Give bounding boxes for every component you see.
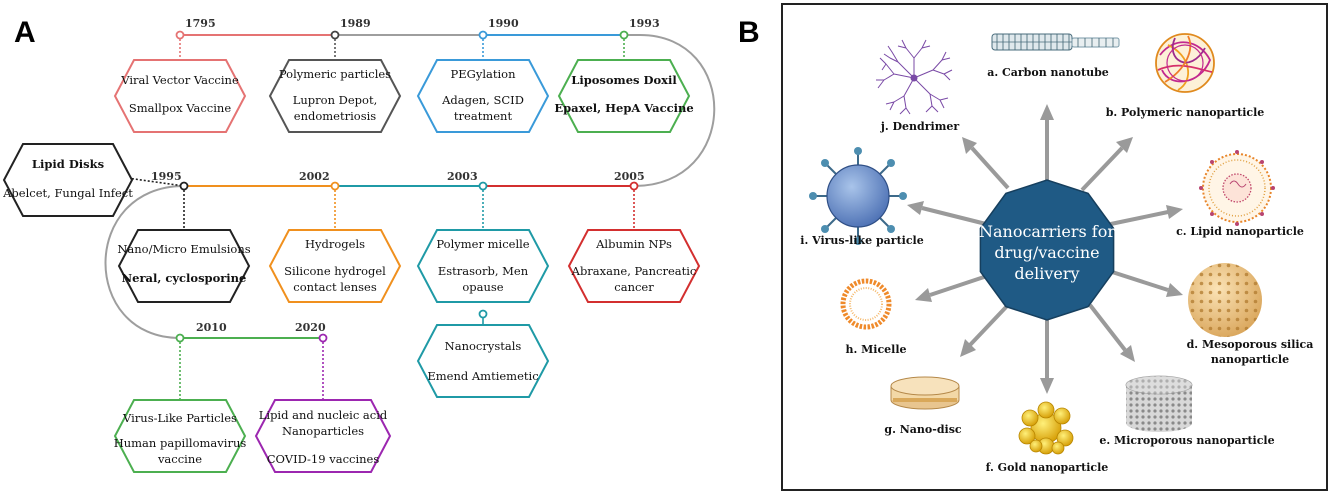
hex-text: COVID-19 vaccines: [267, 452, 380, 466]
hex-text: Lipid and nucleic acid: [259, 408, 388, 422]
year-1795: 1795: [185, 17, 216, 30]
hex-albumin-nps: Albumin NPs Abraxane, Pancreatic cancer: [567, 229, 701, 303]
label-lipid-nanoparticle: c. Lipid nanoparticle: [1176, 225, 1304, 238]
center-text: Nanocarriers for: [979, 222, 1115, 241]
hex-text: opause: [462, 280, 503, 294]
hex-text: Hydrogels: [305, 237, 365, 251]
hex-text: vaccine: [157, 452, 202, 466]
hex-text: Liposomes Doxil: [571, 73, 677, 87]
label-mesoporous-silica-2: nanoparticle: [1211, 353, 1289, 366]
hex-text: PEGylation: [451, 67, 517, 81]
year-2010: 2010: [196, 321, 227, 334]
year-2020: 2020: [295, 321, 326, 334]
hex-text: Epaxel, HepA Vaccine: [554, 101, 693, 115]
hex-hydrogels: Hydrogels Silicone hydrogel contact lens…: [268, 229, 402, 303]
hex-text: Viral Vector Vaccine: [120, 73, 239, 87]
label-virus-like-particle: i. Virus-like particle: [800, 234, 923, 247]
gold-nanoparticle-icon: [1018, 401, 1074, 455]
hex-polymer-micelle: Polymer micelle Estrasorb, Men opause: [416, 229, 550, 303]
label-polymeric-nanoparticle: b. Polymeric nanoparticle: [1106, 106, 1265, 119]
label-micelle: h. Micelle: [845, 343, 906, 356]
hex-text: Emend Amtiemetic: [427, 369, 538, 383]
nano-disc-icon: [890, 376, 960, 410]
label-gold-nanoparticle: f. Gold nanoparticle: [986, 461, 1109, 474]
carbon-nanotube-icon: [991, 33, 1120, 51]
hex-text: Lupron Depot,: [293, 93, 377, 107]
hex-text: cancer: [614, 280, 654, 294]
year-1989: 1989: [340, 17, 371, 30]
hex-pegylation: PEGylation Adagen, SCID treatment: [416, 59, 550, 133]
panel-b-label: B: [738, 16, 760, 49]
hex-text: Smallpox Vaccine: [129, 101, 231, 115]
year-2005: 2005: [614, 170, 645, 183]
hex-liposomes: Liposomes Doxil Epaxel, HepA Vaccine: [554, 59, 694, 133]
year-1995: 1995: [151, 170, 182, 183]
hex-polymeric-particles: Polymeric particles Lupron Depot, endome…: [268, 59, 402, 133]
hex-emulsions: Nano/Micro Emulsions Neral, cyclosporine: [117, 229, 251, 303]
year-1990: 1990: [488, 17, 519, 30]
hex-text: Adagen, SCID: [441, 93, 524, 107]
hex-text: Nanocrystals: [445, 339, 522, 353]
center-text: delivery: [1014, 264, 1079, 283]
hex-text: Virus-Like Particles: [122, 411, 237, 425]
label-microporous-nanoparticle: e. Microporous nanoparticle: [1099, 434, 1274, 447]
hex-lipid-nucleic-acid: Lipid and nucleic acid Nanoparticles COV…: [254, 399, 392, 473]
hex-text: Nano/Micro Emulsions: [117, 242, 250, 256]
hex-text: treatment: [454, 109, 513, 123]
hex-text: Polymer micelle: [436, 237, 529, 251]
hex-text: Silicone hydrogel: [284, 264, 386, 278]
year-2002: 2002: [299, 170, 330, 183]
label-carbon-nanotube: a. Carbon nanotube: [987, 66, 1109, 79]
mesoporous-silica-icon: [1188, 263, 1262, 337]
year-2003: 2003: [447, 170, 478, 183]
hex-text: Albumin NPs: [595, 237, 672, 251]
hex-text: endometriosis: [294, 109, 377, 123]
hex-text: Abraxane, Pancreatic: [571, 264, 697, 278]
hex-virus-like-particles: Virus-Like Particles Human papillomaviru…: [114, 399, 247, 473]
label-nano-disc: g. Nano-disc: [884, 423, 961, 436]
hex-viral-vector: Viral Vector Vaccine Smallpox Vaccine: [113, 59, 247, 133]
label-mesoporous-silica: d. Mesoporous silica: [1187, 338, 1314, 351]
center-nanocarrier-node: Nanocarriers for drug/vaccine delivery: [979, 179, 1115, 321]
lipid-nanoparticle-icon: [1199, 150, 1275, 226]
hex-text: Neral, cyclosporine: [122, 271, 247, 285]
year-1993: 1993: [629, 17, 660, 30]
dendrimer-icon: [876, 39, 953, 115]
microporous-nanoparticle-icon: [1125, 375, 1193, 432]
hex-text: contact lenses: [293, 280, 377, 294]
panel-a-label: A: [14, 16, 36, 49]
hex-text: Estrasorb, Men: [438, 264, 529, 278]
micelle-icon: [840, 278, 892, 330]
label-dendrimer: j. Dendrimer: [880, 120, 959, 133]
hex-text: Abelcet, Fungal Infect: [2, 186, 133, 200]
hex-text: Human papillomavirus: [114, 436, 247, 450]
radial-arrows: [907, 104, 1183, 394]
hex-text: Nanoparticles: [282, 424, 364, 438]
hex-nanocrystals: Nanocrystals Emend Amtiemetic: [416, 324, 550, 398]
center-text: drug/vaccine: [994, 243, 1099, 262]
hex-text: Lipid Disks: [32, 157, 104, 171]
hex-lipid-disks: Lipid Disks Abelcet, Fungal Infect: [2, 143, 133, 217]
hex-text: Polymeric particles: [279, 67, 391, 81]
timeline-nodes: [175, 30, 639, 343]
virus-like-particle-icon: [809, 147, 907, 245]
polymeric-nanoparticle-icon: [1155, 33, 1215, 93]
